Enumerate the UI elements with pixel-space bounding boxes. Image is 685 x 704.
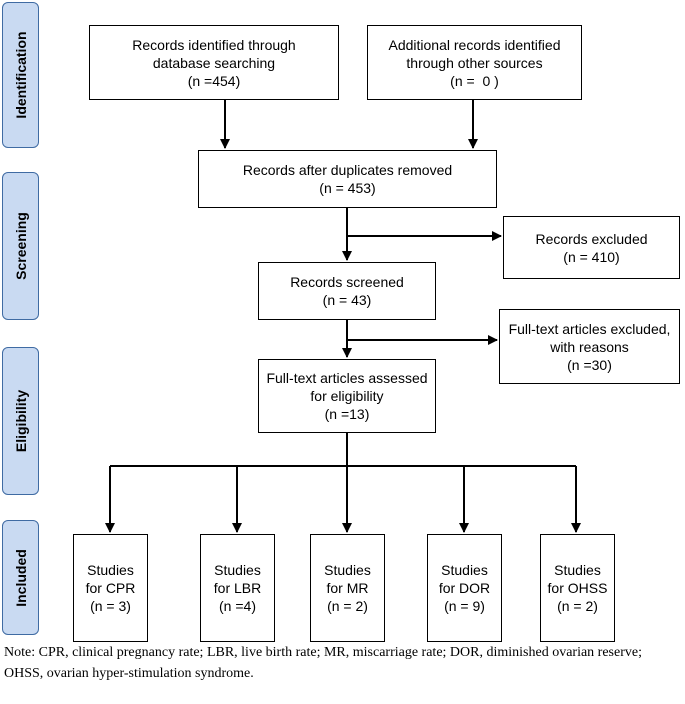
phase-screening: Screening bbox=[2, 172, 39, 320]
box-database-search: Records identified through database sear… bbox=[89, 25, 339, 100]
studies-cpr-count: (n = 3) bbox=[90, 598, 131, 614]
phase-eligibility: Eligibility bbox=[2, 347, 39, 495]
box-fulltext-excluded: Full-text articles excluded, with reason… bbox=[499, 309, 680, 384]
studies-lbr-count: (n =4) bbox=[219, 598, 256, 614]
box-studies-lbr: Studies for LBR (n =4) bbox=[200, 534, 275, 642]
studies-cpr-line1: Studies bbox=[87, 562, 134, 578]
box-other-sources: Additional records identified through ot… bbox=[367, 25, 582, 100]
other-sources-count: (n = 0 ) bbox=[450, 72, 499, 89]
studies-mr-line2: for MR bbox=[326, 580, 369, 596]
studies-dor-line2: for DOR bbox=[438, 580, 491, 596]
phase-identification: Identification bbox=[2, 2, 39, 148]
box-studies-dor: Studies for DOR (n = 9) bbox=[427, 534, 502, 642]
records-screened-label: Records screened bbox=[290, 274, 404, 290]
database-search-line1: Records identified through bbox=[132, 36, 296, 53]
fulltext-excluded-line2: with reasons bbox=[550, 338, 629, 355]
studies-dor-count: (n = 9) bbox=[444, 598, 485, 614]
box-records-screened: Records screened (n = 43) bbox=[258, 262, 436, 320]
box-studies-mr: Studies for MR (n = 2) bbox=[310, 534, 385, 642]
studies-lbr-line2: for LBR bbox=[213, 580, 262, 596]
box-fulltext-assessed: Full-text articles assessed for eligibil… bbox=[258, 359, 436, 433]
box-studies-cpr: Studies for CPR (n = 3) bbox=[73, 534, 148, 642]
fulltext-assessed-count: (n =13) bbox=[324, 406, 370, 422]
studies-ohss-count: (n = 2) bbox=[557, 598, 598, 614]
box-studies-ohss: Studies for OHSS (n = 2) bbox=[540, 534, 615, 642]
abbreviation-note: Note: CPR, clinical pregnancy rate; LBR,… bbox=[4, 645, 642, 681]
other-sources-line1: Additional records identified bbox=[388, 36, 561, 53]
studies-mr-line1: Studies bbox=[324, 562, 371, 578]
fulltext-excluded-line1: Full-text articles excluded, bbox=[508, 320, 671, 337]
other-sources-line2: through other sources bbox=[406, 54, 543, 71]
phase-included: Included bbox=[2, 520, 39, 635]
records-excluded-count: (n = 410) bbox=[563, 248, 620, 265]
studies-ohss-line2: for OHSS bbox=[547, 580, 608, 596]
studies-cpr-line2: for CPR bbox=[85, 580, 136, 596]
studies-dor-line1: Studies bbox=[441, 562, 488, 578]
records-excluded-label: Records excluded bbox=[535, 230, 648, 247]
after-duplicates-label: Records after duplicates removed bbox=[242, 162, 453, 178]
after-duplicates-count: (n = 453) bbox=[319, 180, 376, 196]
studies-lbr-line1: Studies bbox=[214, 562, 261, 578]
box-records-excluded: Records excluded (n = 410) bbox=[503, 216, 680, 279]
box-after-duplicates: Records after duplicates removed (n = 45… bbox=[198, 150, 497, 208]
studies-ohss-line1: Studies bbox=[554, 562, 601, 578]
fulltext-assessed-line1: Full-text articles assessed bbox=[266, 370, 428, 386]
fulltext-assessed-line2: for eligibility bbox=[310, 388, 384, 404]
fulltext-excluded-count: (n =30) bbox=[567, 356, 612, 373]
database-search-line2: database searching bbox=[152, 54, 276, 71]
database-search-count: (n =454) bbox=[187, 72, 241, 89]
records-screened-count: (n = 43) bbox=[322, 292, 372, 308]
studies-mr-count: (n = 2) bbox=[327, 598, 368, 614]
